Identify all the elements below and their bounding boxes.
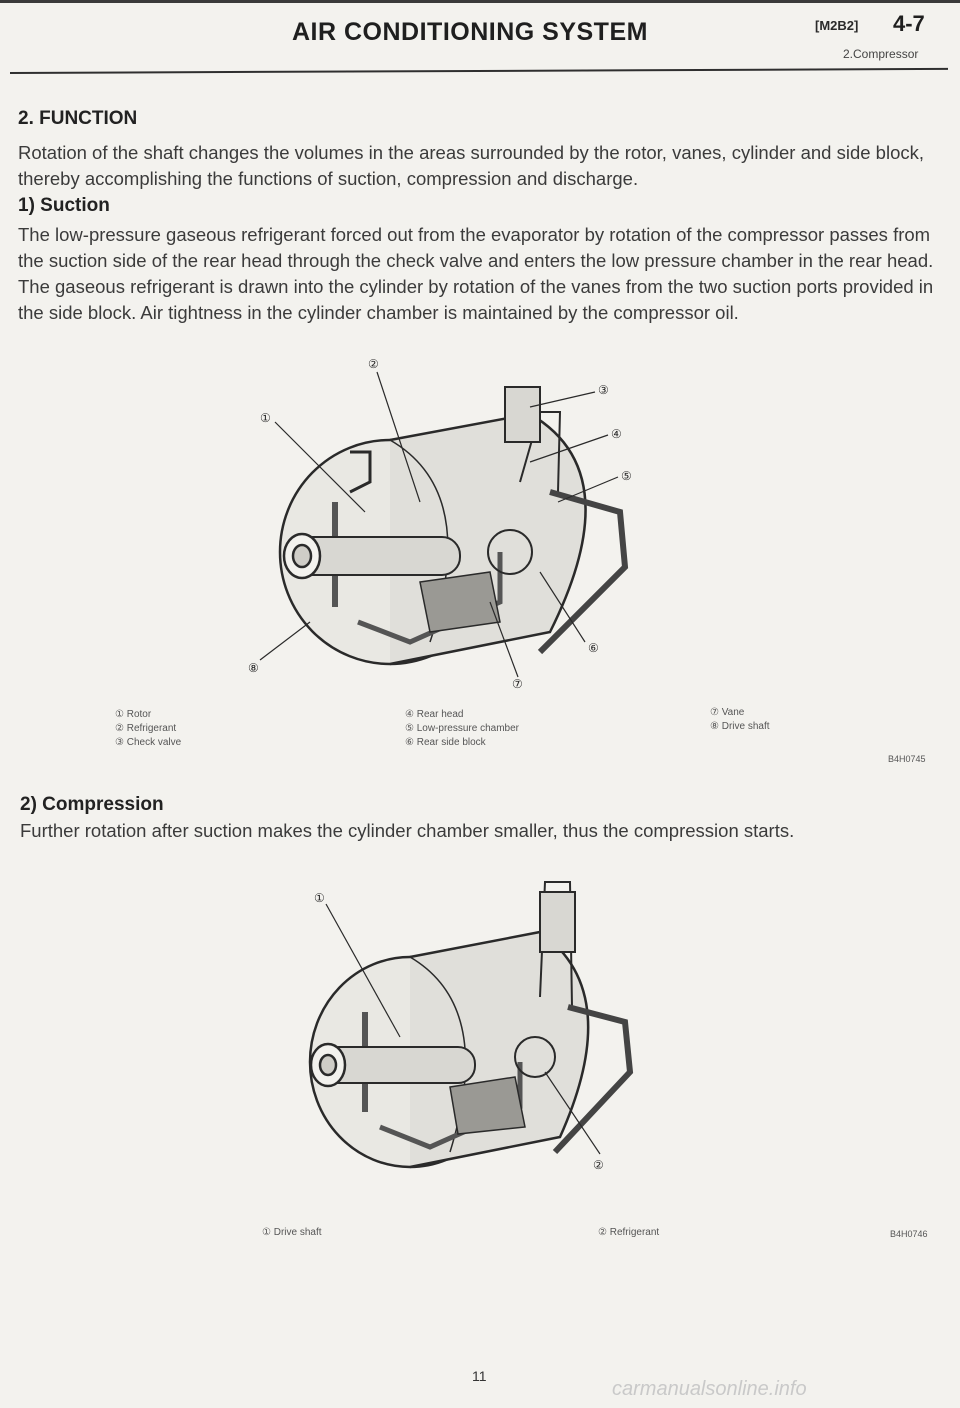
page-header-title: AIR CONDITIONING SYSTEM <box>292 18 648 46</box>
suction-callout-2: ② <box>368 357 379 371</box>
page-header-code: [M2B2] <box>815 18 859 33</box>
suction-diagram: ① ② ③ ④ ⑤ ⑥ ⑦ ⑧ <box>248 357 632 691</box>
suction-callout-3: ③ <box>598 383 609 397</box>
legend-item: ⑤ Low-pressure chamber <box>405 723 520 734</box>
page-number: 11 <box>472 1368 487 1384</box>
legend-item: ① Rotor <box>115 709 152 720</box>
suction-callout-4: ④ <box>611 427 622 441</box>
legend-item: ⑧ Drive shaft <box>710 721 770 732</box>
compression-legend-item-1: ① Drive shaft <box>262 1227 322 1238</box>
compression-heading: 2) Compression <box>20 794 164 815</box>
suction-heading: 1) Suction <box>18 195 110 216</box>
section-heading: 2. FUNCTION <box>18 108 138 129</box>
legend-item: ⑥ Rear side block <box>405 737 486 748</box>
suction-callout-8: ⑧ <box>248 661 259 675</box>
legend-item: ② Refrigerant <box>115 723 177 734</box>
suction-callout-7: ⑦ <box>512 677 523 691</box>
compression-figure-code: B4H0746 <box>890 1229 928 1239</box>
suction-legend-col-1: ① Rotor ② Refrigerant ③ Check valve <box>115 708 181 750</box>
legend-item: ④ Rear head <box>405 709 464 720</box>
page-header-subtitle: 2.Compressor <box>843 47 919 61</box>
compression-text: Further rotation after suction makes the… <box>20 820 795 841</box>
suction-callout-1: ① <box>260 411 271 425</box>
section-intro-text: Rotation of the shaft changes the volume… <box>18 142 925 189</box>
top-edge-bar <box>0 0 960 3</box>
suction-text: The low-pressure gaseous refrigerant for… <box>18 224 934 323</box>
compression-legend-item-2: ② Refrigerant <box>598 1227 660 1238</box>
suction-figure-code: B4H0745 <box>888 754 926 764</box>
legend-item: ⑦ Vane <box>710 707 745 718</box>
compression-callout-2: ② <box>593 1158 604 1172</box>
suction-legend-col-2: ④ Rear head ⑤ Low-pressure chamber ⑥ Rea… <box>405 708 519 750</box>
watermark: carmanualsonline.info <box>612 1378 807 1400</box>
legend-item: ③ Check valve <box>115 737 182 748</box>
page-header-page-ref: 4-7 <box>893 11 925 36</box>
suction-callout-6: ⑥ <box>588 641 599 655</box>
suction-callout-5: ⑤ <box>621 469 632 483</box>
compression-callout-1: ① <box>314 891 325 905</box>
suction-legend-col-3: ⑦ Vane ⑧ Drive shaft <box>710 706 770 734</box>
header-divider <box>9 67 948 74</box>
compression-diagram: ① ② <box>308 881 634 1172</box>
